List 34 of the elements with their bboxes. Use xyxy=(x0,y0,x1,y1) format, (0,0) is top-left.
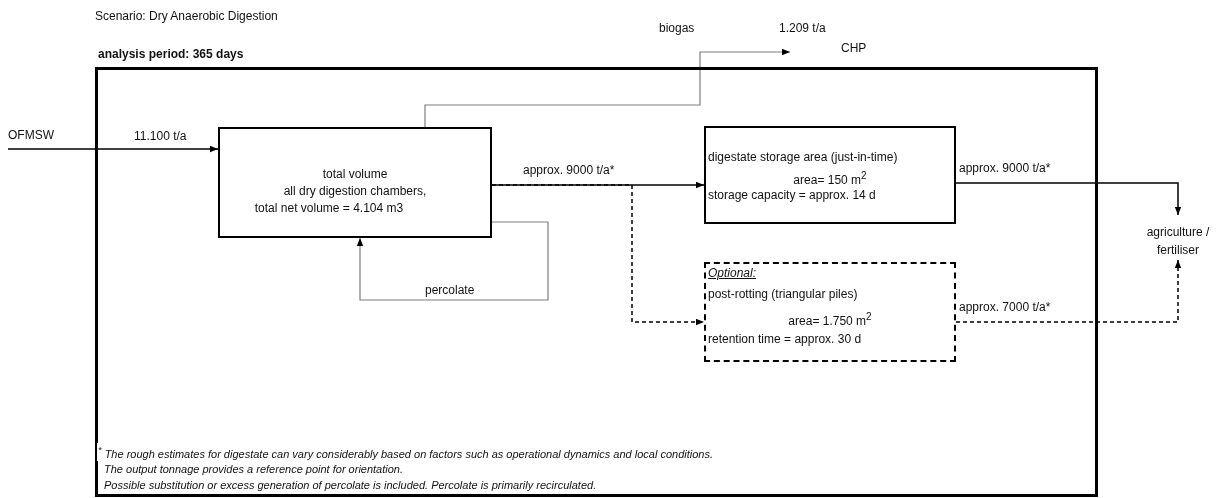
edge-label: approx. 9000 t/a* xyxy=(522,163,616,177)
node-label: CHP xyxy=(841,41,867,56)
process-text: storage capacity = approx. 14 d xyxy=(708,188,876,203)
node-label: OFMSW xyxy=(8,128,54,143)
arrow xyxy=(7,145,219,153)
arrow xyxy=(356,221,549,301)
footnote: Possible substitution or excess generation of percolate is included. Percolate is primarily recirculated. xyxy=(103,478,598,492)
digestion-box xyxy=(218,127,492,238)
flow-label: biogas xyxy=(658,21,696,35)
footnote: The output tonnage provides a reference point for orientation. xyxy=(103,462,405,476)
process-text: total volume xyxy=(322,167,388,182)
process-title: post-rotting (triangular piles) xyxy=(708,287,858,302)
edge-label: 1.209 t/a xyxy=(778,21,827,35)
arrow xyxy=(424,48,791,128)
storage-box xyxy=(704,126,956,224)
edge-label: approx. 7000 t/a* xyxy=(958,300,1052,314)
footnote: $^{*}$ The rough estimates for digestate can vary considerably based on factors such as operational dynamics and local conditions. xyxy=(97,443,715,461)
process-text: area= 150 m$^{2}$ xyxy=(793,169,867,188)
optional-process-box xyxy=(704,262,956,362)
dashed-arrow xyxy=(955,259,1182,323)
process-text: retention time = approx. 30 d xyxy=(708,332,862,347)
node-label: agriculture / fertiliser xyxy=(1145,224,1211,259)
frame-heading: analysis period: 365 days xyxy=(98,47,244,62)
edge-label: approx. 9000 t/a* xyxy=(958,161,1052,175)
diagram-title: Scenario: Dry Anaerobic Digestion xyxy=(95,9,278,23)
edge-label: percolate xyxy=(424,283,476,297)
dashed-arrow xyxy=(491,184,705,326)
edge-label: 11.100 t/a xyxy=(133,129,188,143)
process-text: all dry digestion chambers, xyxy=(283,184,427,199)
arrow xyxy=(955,182,1182,216)
process-title: digestate storage area (just-in-time) xyxy=(708,150,898,165)
optional-note: Optional: xyxy=(708,266,757,281)
process-text: area= 1.750 m$^{2}$ xyxy=(788,310,872,329)
process-text: total net volume = 4.104 m3 xyxy=(254,201,404,216)
